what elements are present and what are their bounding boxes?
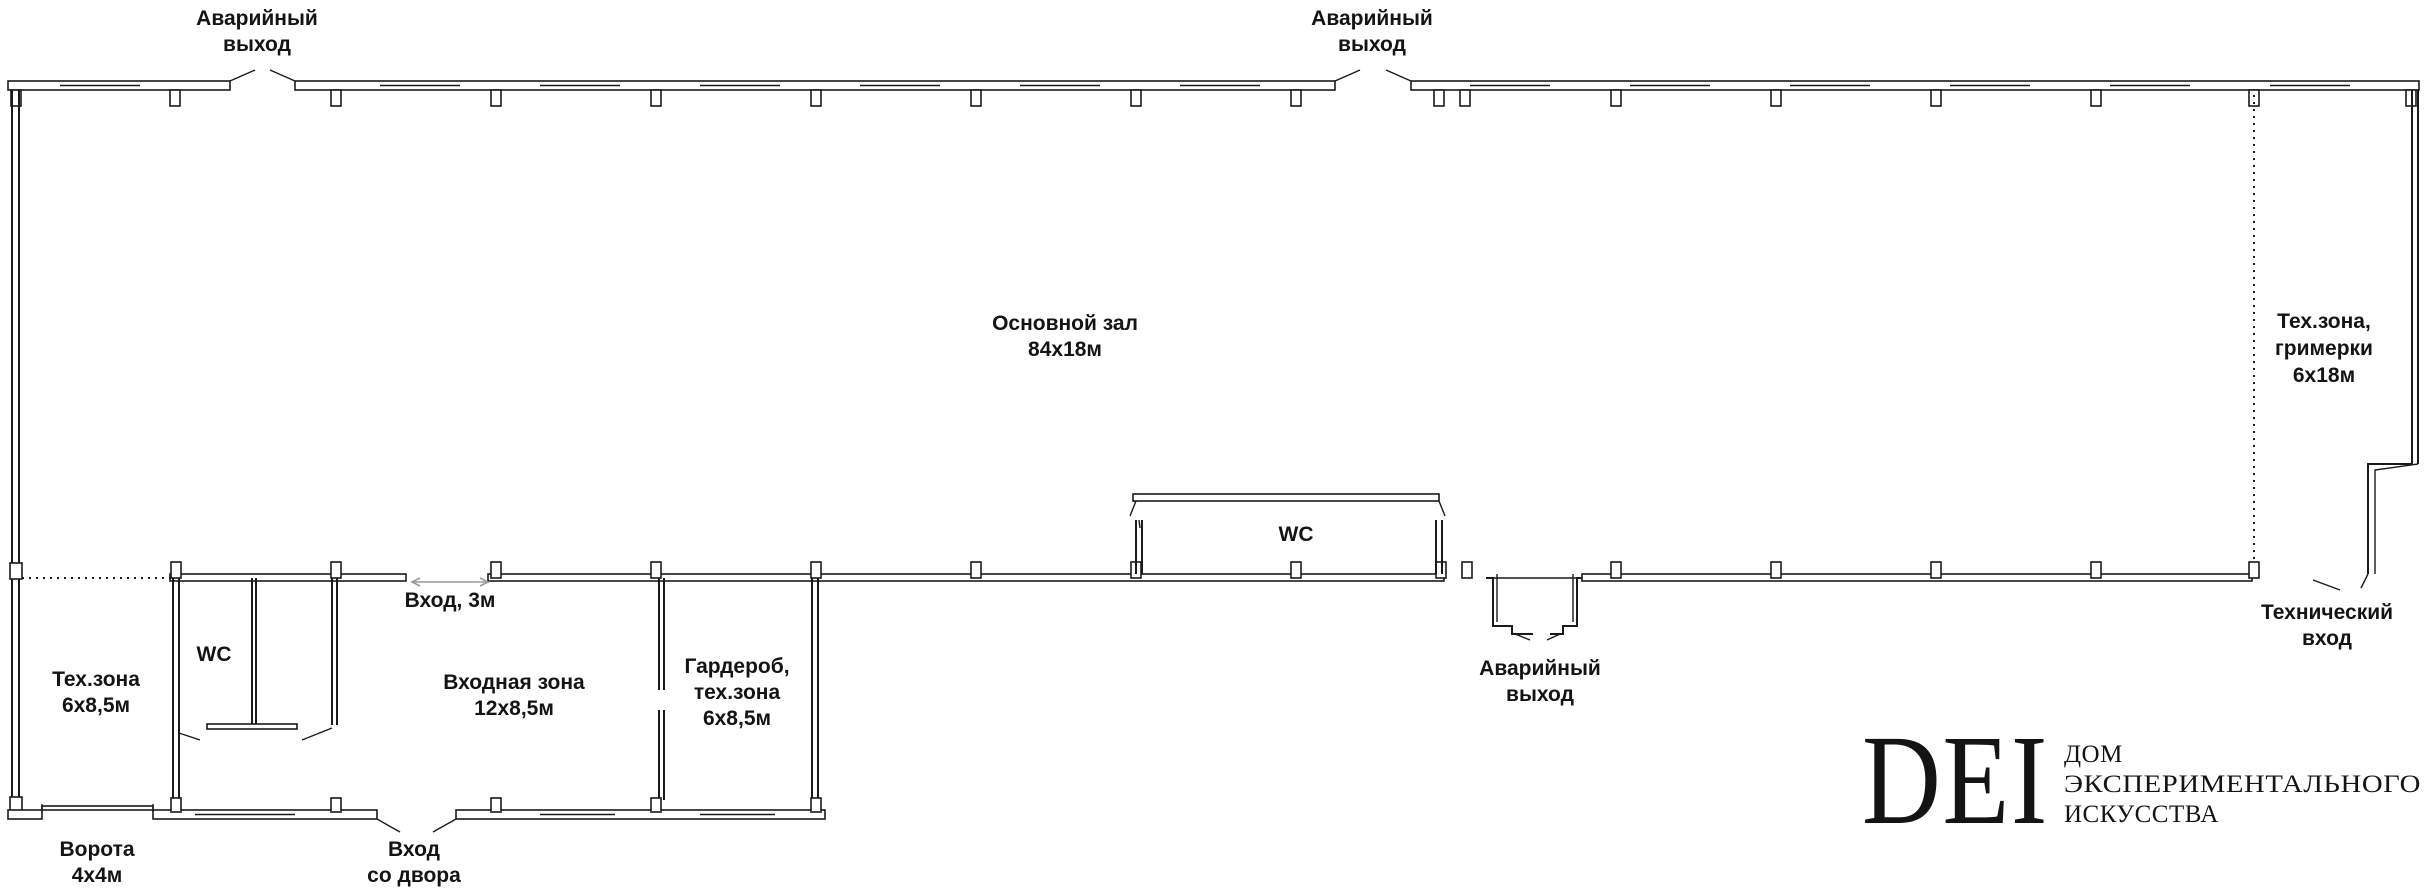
tech-zone-left-a: Тех.зона (52, 668, 140, 691)
logo-line-3: ИСКУССТВА (2064, 801, 2219, 828)
wardrobe-c: 6x8,5м (703, 707, 771, 730)
tech-dressing-label-a: Тех.зона, (2277, 310, 2371, 333)
top-emergency-door-2 (1334, 69, 1412, 82)
wc-center-label: WC (1279, 523, 1314, 546)
left-wall (9, 90, 23, 814)
tech-entrance-label-b: вход (2302, 627, 2352, 650)
lower-block (7, 578, 826, 833)
gate-label-b: 4x4м (72, 864, 123, 887)
logo-mark: DEI (1862, 709, 2049, 851)
main-hall-name: Основной зал (992, 312, 1138, 335)
emergency-exit-label-1b: выход (223, 33, 291, 56)
tech-entrance-label-a: Технический (2261, 601, 2393, 624)
gate-label-a: Ворота (59, 838, 134, 861)
entry-zone-a: Входная зона (443, 671, 585, 694)
logo-line-1: ДОМ (2064, 741, 2123, 768)
entrance-3m-label: Вход, 3м (405, 589, 496, 612)
top-emergency-door-1 (229, 69, 296, 82)
wc-left-label: WC (197, 643, 232, 666)
tech-dressing-label-c: 6x18м (2293, 364, 2355, 387)
central-wc-block (1129, 493, 1446, 574)
wardrobe-a: Гардероб, (684, 655, 789, 678)
main-hall-size: 84x18м (1028, 338, 1102, 361)
logo-line-2: ЭКСПЕРИМЕНТАЛЬНОГО (2064, 771, 2421, 798)
emergency-exit-label-2b: выход (1338, 33, 1406, 56)
tech-zone-left-b: 6x8,5м (62, 694, 130, 717)
south-exit-niche (1486, 574, 1582, 641)
tech-dressing-label-b: гримерки (2275, 337, 2373, 360)
emergency-exit-label-2a: Аварийный (1311, 7, 1433, 30)
wardrobe-b: тех.зона (694, 681, 781, 704)
dei-logo: DEI ДОМ ЭКСПЕРИМЕНТАЛЬНОГО ИСКУССТВА (1862, 709, 2421, 851)
top-columns (10, 89, 2417, 107)
right-wall (2367, 90, 2419, 574)
labels: Аварийный выход Аварийный выход Основной… (52, 7, 2393, 887)
emergency-exit-label-3a: Аварийный (1479, 657, 1601, 680)
yard-entrance-b: со двора (367, 864, 461, 887)
yard-entrance-a: Вход (388, 838, 440, 861)
entrance-arrow (410, 577, 490, 587)
entry-zone-b: 12x8,5м (474, 697, 554, 720)
emergency-exit-label-3b: выход (1506, 683, 1574, 706)
emergency-exit-label-1a: Аварийный (196, 7, 318, 30)
tech-entrance-door (2312, 573, 2369, 591)
top-wall (7, 80, 2420, 91)
